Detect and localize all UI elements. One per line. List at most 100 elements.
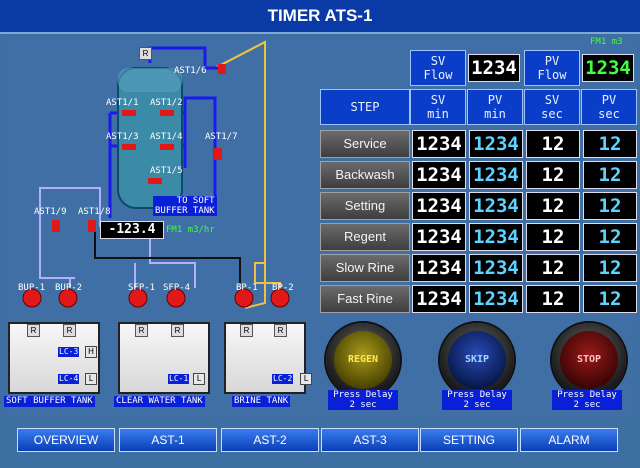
step-pv-sec-display: 12: [583, 192, 637, 220]
pump-bp2-label: BP-2: [272, 283, 294, 293]
nav-ast2-button[interactable]: AST-2: [221, 428, 319, 452]
pv-flow-display: 1234: [582, 54, 634, 82]
flow-meter-display: -123.4: [100, 221, 164, 239]
step-header: STEP: [320, 89, 410, 125]
step-label: Backwash: [320, 161, 410, 189]
brine-tank-name: BRINE TANK: [232, 396, 291, 407]
soft-tank-lc-low: LC-4: [58, 374, 80, 384]
step-sv-min-display[interactable]: 1234: [412, 285, 466, 313]
pump-bup1-label: BUP-1: [18, 283, 46, 293]
pump-sfp4-label: SFP-4: [163, 283, 191, 293]
step-sv-min-display[interactable]: 1234: [412, 130, 466, 158]
valve-ast1-2-label: AST1/2: [150, 98, 183, 108]
sv-min-header: SV min: [410, 89, 466, 125]
soft-tank-lc-high: LC-3: [58, 347, 80, 357]
step-sv-min-display[interactable]: 1234: [412, 192, 466, 220]
page-title: TIMER ATS-1: [0, 0, 640, 34]
skip-delay-line1: Press Delay: [447, 390, 507, 400]
sv-sec-header: SV sec: [524, 89, 580, 125]
step-pv-min-display: 1234: [469, 192, 523, 220]
stop-delay-note: Press Delay 2 sec: [552, 390, 622, 410]
step-label: Service: [320, 130, 410, 158]
valve-ast1-5-label: AST1/5: [150, 166, 183, 176]
bp1-r-indicator[interactable]: R: [240, 324, 253, 337]
step-pv-sec-display: 12: [583, 161, 637, 189]
pump-bp1-label: BP-1: [236, 283, 258, 293]
clear-tank-low-indicator: L: [193, 373, 205, 385]
pv-sec-header: PV sec: [581, 89, 637, 125]
soft-tank-high-indicator: H: [85, 346, 97, 358]
stop-delay-line2: 2 sec: [573, 400, 601, 410]
vessel-r-indicator[interactable]: R: [139, 47, 152, 60]
step-sv-sec-display[interactable]: 12: [526, 192, 580, 220]
pump-bup2-label: BUP-2: [55, 283, 83, 293]
step-sv-sec-display[interactable]: 12: [526, 254, 580, 282]
step-sv-min-display[interactable]: 1234: [412, 254, 466, 282]
bup1-r-indicator[interactable]: R: [27, 324, 40, 337]
regen-knob[interactable]: REGEN: [326, 323, 400, 397]
pump-sfp1-label: SFP-1: [128, 283, 156, 293]
step-pv-min-display: 1234: [469, 161, 523, 189]
sv-flow-display[interactable]: 1234: [468, 54, 520, 82]
step-label: Slow Rine: [320, 254, 410, 282]
soft-buffer-tank: [8, 322, 100, 394]
step-sv-sec-display[interactable]: 12: [526, 285, 580, 313]
step-pv-sec-display: 12: [583, 254, 637, 282]
regen-delay-line2: 2 sec: [349, 400, 377, 410]
nav-ast3-button[interactable]: AST-3: [321, 428, 419, 452]
valve-ast1-6-label: AST1/6: [174, 66, 207, 76]
valve-ast1-4-label: AST1/4: [150, 132, 183, 142]
pv-min-header: PV min: [467, 89, 523, 125]
sv-flow-header: SV Flow: [410, 50, 466, 86]
step-label: Fast Rine: [320, 285, 410, 313]
stop-delay-line1: Press Delay: [557, 390, 617, 400]
step-pv-min-display: 1234: [469, 130, 523, 158]
regen-delay-note: Press Delay 2 sec: [328, 390, 398, 410]
valve-ast1-3-label: AST1/3: [106, 132, 139, 142]
step-label: Regent: [320, 223, 410, 251]
clear-tank-lc-low: LC-1: [168, 374, 190, 384]
sfp4-r-indicator[interactable]: R: [171, 324, 184, 337]
bp2-r-indicator[interactable]: R: [274, 324, 287, 337]
valve-ast1-8-label: AST1/8: [78, 207, 111, 217]
flow-meter-unit: FM1 m3/hr: [166, 225, 215, 235]
step-pv-sec-display: 12: [583, 130, 637, 158]
fm-unit-label: FM1 m3: [590, 37, 623, 47]
step-pv-min-display: 1234: [469, 223, 523, 251]
brine-tank-low-indicator: L: [300, 373, 312, 385]
clear-tank-name: CLEAR WATER TANK: [114, 396, 205, 407]
sfp1-r-indicator[interactable]: R: [135, 324, 148, 337]
step-sv-sec-display[interactable]: 12: [526, 161, 580, 189]
skip-knob-face: SKIP: [448, 331, 506, 389]
valve-ast1-9-label: AST1/9: [34, 207, 67, 217]
soft-tank-low-indicator: L: [85, 373, 97, 385]
step-sv-sec-display[interactable]: 12: [526, 223, 580, 251]
brine-tank: [224, 322, 306, 394]
skip-knob[interactable]: SKIP: [440, 323, 514, 397]
stop-knob[interactable]: STOP: [552, 323, 626, 397]
step-sv-min-display[interactable]: 1234: [412, 161, 466, 189]
step-label: Setting: [320, 192, 410, 220]
stop-knob-face: STOP: [560, 331, 618, 389]
step-pv-sec-display: 12: [583, 223, 637, 251]
step-sv-min-display[interactable]: 1234: [412, 223, 466, 251]
nav-ast1-button[interactable]: AST-1: [119, 428, 217, 452]
skip-delay-note: Press Delay 2 sec: [442, 390, 512, 410]
step-sv-sec-display[interactable]: 12: [526, 130, 580, 158]
bup2-r-indicator[interactable]: R: [63, 324, 76, 337]
soft-tank-name: SOFT BUFFER TANK: [4, 396, 95, 407]
brine-tank-lc-low: LC-2: [272, 374, 294, 384]
regen-knob-face: REGEN: [334, 331, 392, 389]
valve-ast1-1-label: AST1/1: [106, 98, 139, 108]
valve-ast1-7-label: AST1/7: [205, 132, 238, 142]
regen-delay-line1: Press Delay: [333, 390, 393, 400]
nav-setting-button[interactable]: SETTING: [420, 428, 518, 452]
nav-alarm-button[interactable]: ALARM: [520, 428, 618, 452]
step-pv-sec-display: 12: [583, 285, 637, 313]
nav-overview-button[interactable]: OVERVIEW: [17, 428, 115, 452]
to-soft-buffer-label: TO SOFT BUFFER TANK: [153, 196, 217, 216]
step-pv-min-display: 1234: [469, 285, 523, 313]
step-pv-min-display: 1234: [469, 254, 523, 282]
pv-flow-header: PV Flow: [524, 50, 580, 86]
skip-delay-line2: 2 sec: [463, 400, 491, 410]
